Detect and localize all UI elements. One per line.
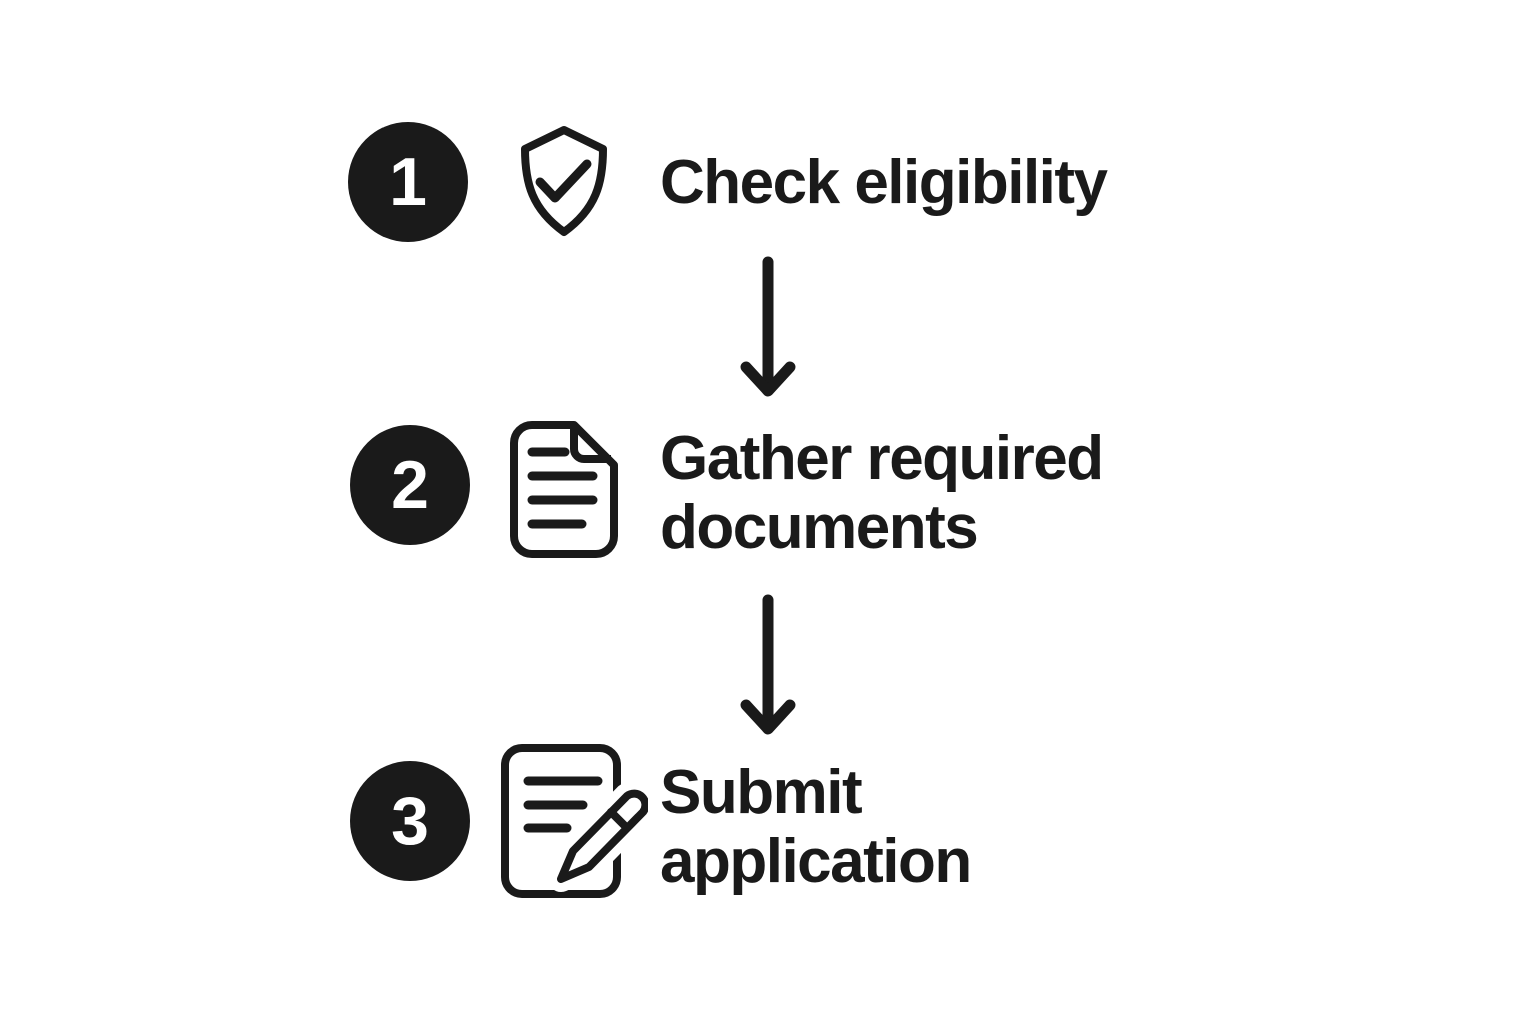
step-1-number: 1 — [389, 144, 427, 220]
document-pencil-icon — [501, 744, 648, 898]
step-3-label: Submit application — [660, 758, 972, 896]
step-2-label-line: documents — [660, 493, 979, 562]
document-icon — [510, 421, 618, 558]
step-3-label-line: application — [660, 827, 972, 896]
step-2-label-line: Gather required — [660, 424, 1104, 493]
step-1-label-line: Check eligibility — [660, 148, 1108, 217]
step-2-number: 2 — [391, 447, 429, 523]
step-3-number-badge: 3 — [350, 761, 470, 881]
step-3-label-line: Submit — [660, 758, 863, 827]
arrow-down-icon — [740, 594, 796, 735]
shield-check-icon — [521, 126, 607, 236]
arrow-down-icon — [740, 256, 796, 397]
step-2-number-badge: 2 — [350, 425, 470, 545]
step-3-number: 3 — [391, 783, 429, 859]
step-2-label: Gather required documents — [660, 424, 1104, 562]
step-1-number-badge: 1 — [348, 122, 468, 242]
step-1-label: Check eligibility — [660, 148, 1108, 217]
